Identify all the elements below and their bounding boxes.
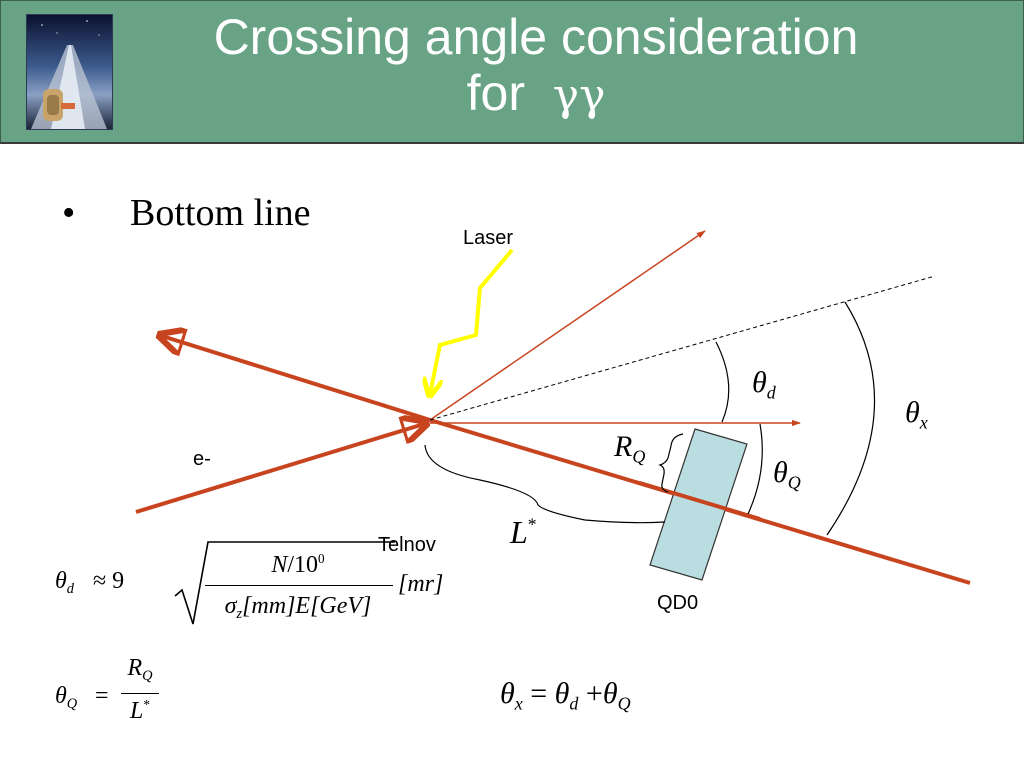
telnov-label: Telnov (378, 534, 436, 556)
qd0-label: QD0 (657, 592, 699, 614)
theta-x-arc (826, 301, 876, 536)
incoming-electron-beam (135, 424, 424, 514)
bullet-item: • Bottom line (62, 191, 311, 235)
electron-label: e- (193, 448, 211, 470)
l-star-brace (424, 444, 666, 524)
qd0-magnet (649, 428, 748, 581)
r-q-brace (658, 433, 684, 493)
upper-left-beam (162, 336, 431, 422)
logo-image (26, 14, 113, 130)
theta-x-label: θx (905, 396, 928, 433)
theta-q-label: θQ (773, 456, 801, 493)
slide-title: Crossing angle consideration for γγ (111, 9, 961, 124)
l-star-label: L* (510, 514, 537, 550)
laser-direction-line (429, 230, 706, 421)
title-bar: Crossing angle consideration for γγ (0, 0, 1024, 144)
dashed-reference-line (429, 275, 936, 421)
bullet-text: Bottom line (130, 192, 311, 234)
theta-d-arc (715, 341, 730, 423)
radical-sign (174, 541, 395, 625)
title-for: for (466, 65, 525, 121)
laser-label: Laser (463, 227, 514, 249)
gamma-gamma-symbol: γγ (552, 70, 606, 121)
theta-q-arc (747, 423, 763, 515)
title-line-2: for γγ (111, 65, 961, 124)
theta-q-formula: θQ = RQ L* (55, 655, 175, 735)
theta-d-label: θd (752, 366, 776, 403)
outgoing-beam-over-magnet (639, 481, 761, 521)
title-line-1: Crossing angle consideration (213, 9, 859, 65)
bullet-icon: • (62, 192, 76, 234)
r-q-label: RQ (614, 430, 646, 467)
theta-x-formula: θx = θd +θQ (500, 677, 631, 714)
laser-zigzag-arrow (430, 248, 514, 394)
